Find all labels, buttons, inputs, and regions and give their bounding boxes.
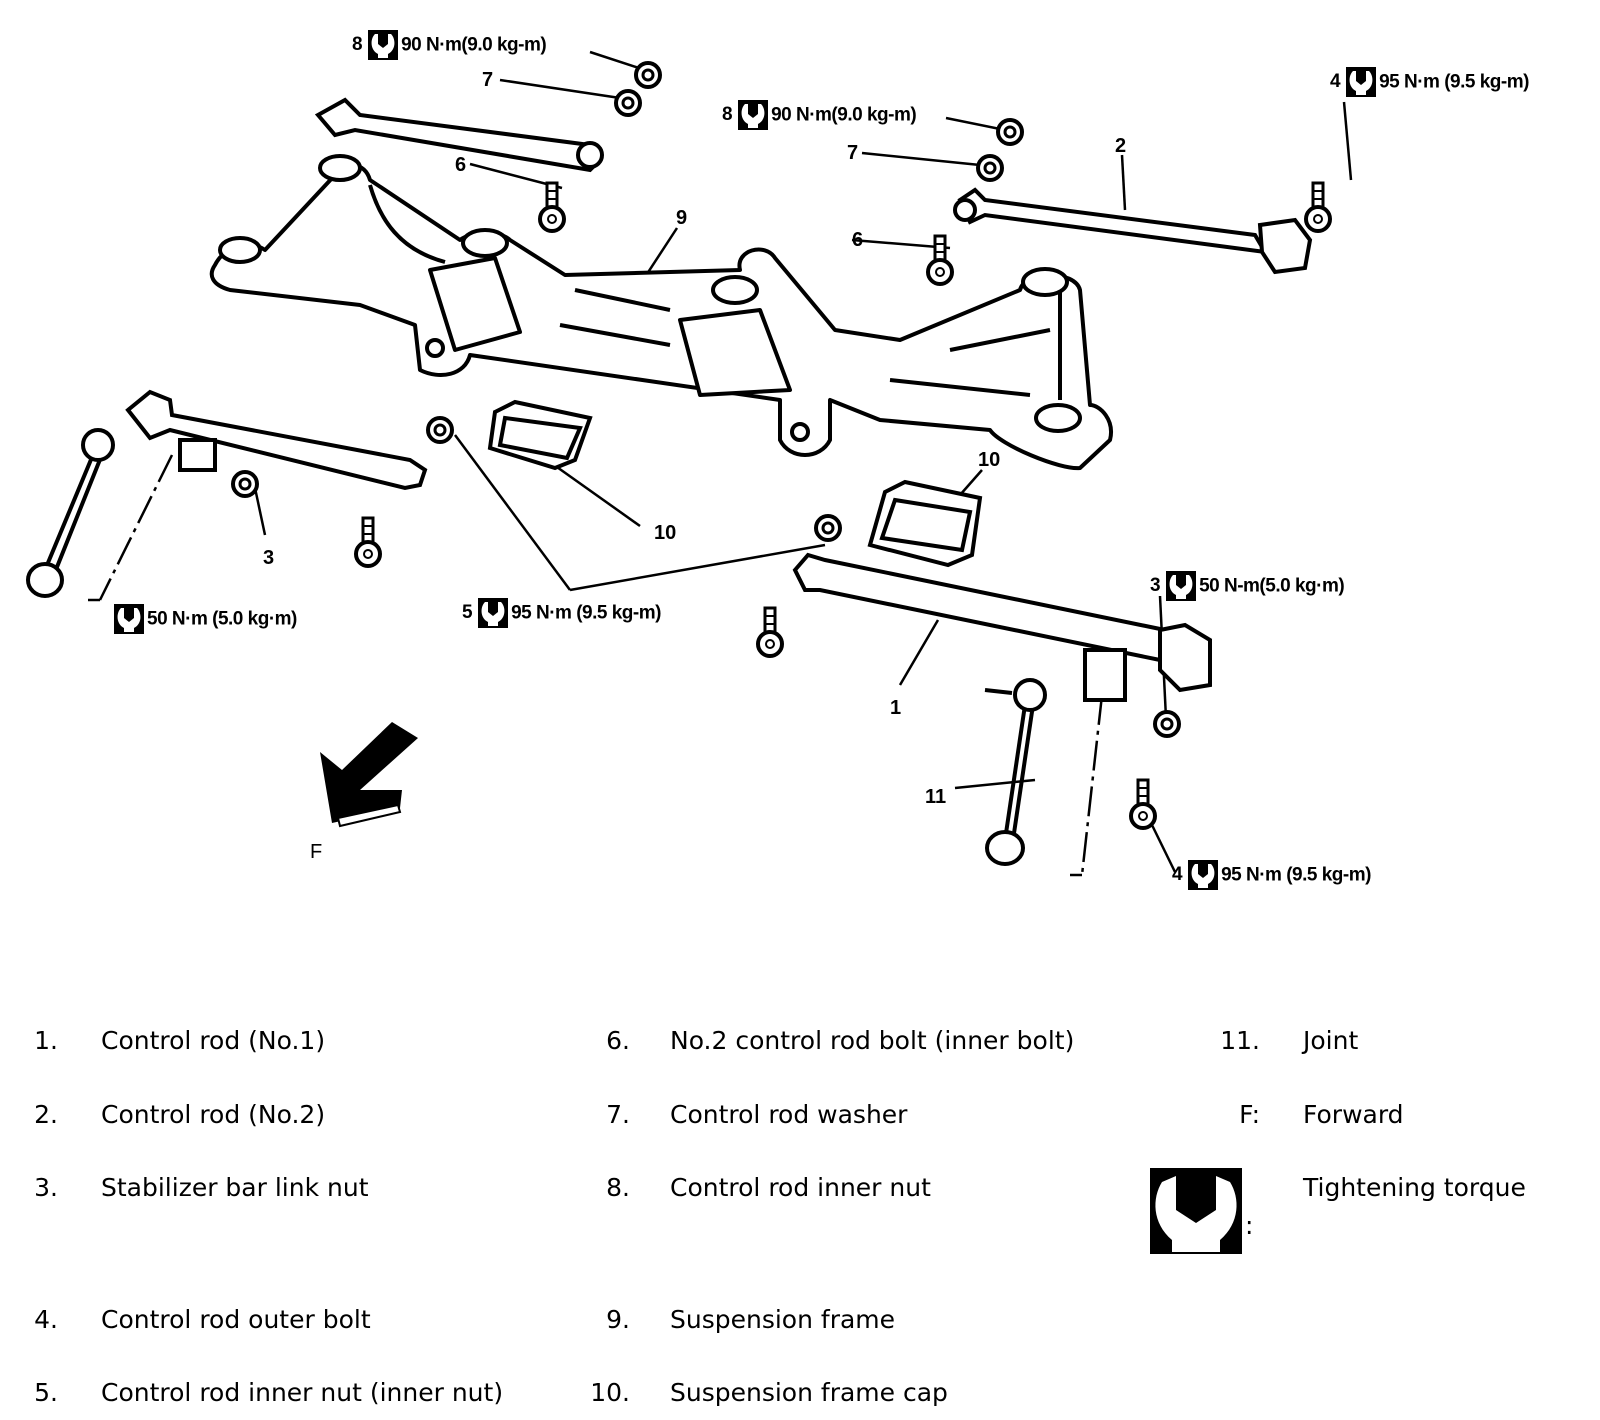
legend-text: Control rod inner nut — [670, 1173, 931, 1202]
legend-text: No.2 control rod bolt (inner bolt) — [670, 1026, 1075, 1055]
legend-num: 9. — [606, 1305, 630, 1334]
bolt-4-mid — [756, 606, 784, 658]
legend-num: 6. — [606, 1026, 630, 1055]
legend-text: Control rod (No.1) — [101, 1026, 326, 1055]
callout-washer-7-left: 7 — [482, 69, 494, 91]
nut-5-right — [814, 514, 842, 542]
callout-nut-3-left: 3 — [263, 547, 275, 569]
washer-7-left — [614, 89, 642, 117]
callout-joint-left-torque: 50 N·m (5.0 kg·m) — [114, 604, 297, 634]
suspension-frame — [209, 154, 1113, 471]
legend-torque-colon: : — [1245, 1211, 1254, 1240]
legend-text: Control rod outer bolt — [101, 1305, 371, 1334]
joint-right — [984, 678, 1047, 866]
wrench-icon — [478, 598, 509, 628]
callout-control-rod-1: 1 — [890, 697, 902, 719]
control-rod-no2-left — [314, 97, 604, 173]
wrench-icon — [1150, 1168, 1242, 1254]
bolt-6-left — [538, 181, 566, 233]
suspension-exploded-diagram — [26, 50, 1353, 877]
forward-arrow-icon — [320, 722, 418, 828]
legend-num: 1. — [34, 1026, 58, 1055]
callout-suspension-frame-9: 9 — [676, 207, 688, 229]
nut-8-left — [634, 61, 662, 89]
callout-washer-7-right: 7 — [847, 142, 859, 164]
legend-text: Control rod inner nut (inner nut) — [101, 1378, 504, 1407]
legend-text-torque: Tightening torque — [1303, 1173, 1526, 1202]
nut-8-right — [996, 118, 1024, 146]
legend-num: 10. — [590, 1378, 630, 1407]
callout-cap-10-right: 10 — [978, 449, 1001, 471]
forward-label: F — [310, 841, 323, 863]
legend-num: 3. — [34, 1173, 58, 1202]
suspension-frame-cap-right — [867, 479, 983, 568]
bolt-4-top — [1304, 181, 1332, 233]
legend-num: 4. — [34, 1305, 58, 1334]
legend-num: 7. — [606, 1100, 630, 1129]
leader-lines — [88, 50, 1353, 877]
suspension-frame-cap-left — [487, 399, 593, 471]
bolt-6-right — [926, 234, 954, 286]
legend-num: 2. — [34, 1100, 58, 1129]
legend-num: F: — [1239, 1100, 1260, 1129]
callout-bolt-6-right: 6 — [852, 229, 864, 251]
control-rod-no1-left — [125, 389, 428, 491]
legend-num: 8. — [606, 1173, 630, 1202]
wrench-icon — [1188, 860, 1219, 890]
nut-3-right — [1153, 710, 1181, 738]
legend-text: Joint — [1303, 1026, 1359, 1055]
control-rod-no2 — [953, 187, 1313, 275]
washer-7-right — [976, 154, 1004, 182]
nut-3-left — [231, 470, 259, 498]
legend-text: Stabilizer bar link nut — [101, 1173, 369, 1202]
joint-left — [26, 428, 115, 598]
legend-num: 11. — [1220, 1026, 1260, 1055]
legend-text: Control rod washer — [670, 1100, 908, 1129]
wrench-icon — [738, 100, 769, 130]
legend-text: Control rod (No.2) — [101, 1100, 326, 1129]
bolt-4-left — [354, 516, 382, 568]
legend-text: Forward — [1303, 1100, 1404, 1129]
bolt-4-bottom — [1129, 778, 1157, 830]
legend-text: Suspension frame — [670, 1305, 896, 1334]
wrench-icon — [1166, 571, 1197, 601]
callout-control-rod-2: 2 — [1115, 135, 1127, 157]
wrench-icon — [114, 604, 144, 634]
wrench-icon — [368, 30, 399, 60]
callout-bolt-6-left: 6 — [455, 154, 467, 176]
control-rod-no1 — [792, 552, 1212, 702]
callout-cap-10-left: 10 — [654, 522, 677, 544]
legend-text: Suspension frame cap — [670, 1378, 948, 1407]
callout-joint-11: 11 — [925, 786, 947, 808]
wrench-icon — [1346, 67, 1377, 97]
nut-5-left — [426, 416, 454, 444]
legend-num: 5. — [34, 1378, 58, 1407]
